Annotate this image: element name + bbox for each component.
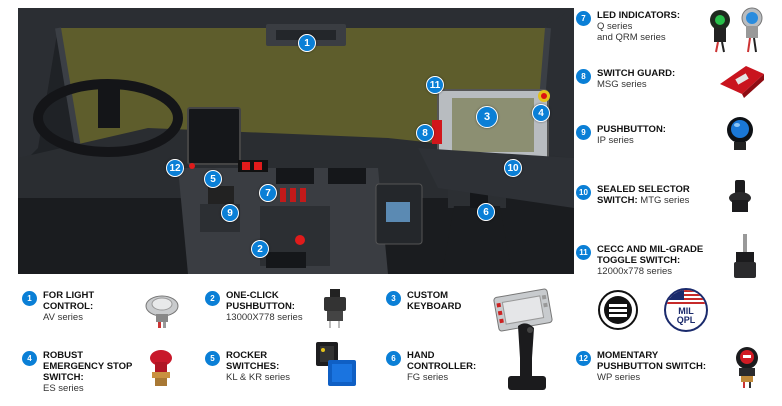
legend-number: 5 [205, 351, 220, 366]
switch-guard-icon [720, 66, 764, 98]
marker-3[interactable]: 3 [476, 106, 498, 128]
cecc-logo-icon [604, 296, 632, 324]
marker-7[interactable]: 7 [259, 184, 277, 202]
legend-number: 9 [576, 125, 591, 140]
marker-4[interactable]: 4 [532, 104, 550, 122]
black-pushbutton-icon [324, 289, 346, 328]
legend-item-3: 3 CUSTOM KEYBOARD [386, 290, 486, 312]
led-indicator-icon [710, 7, 763, 53]
marker-5[interactable]: 5 [204, 170, 222, 188]
emergency-stop-icon [150, 350, 172, 386]
toggle-switch-icon [734, 234, 756, 278]
legend-number: 1 [22, 291, 37, 306]
marker-12[interactable]: 12 [166, 159, 184, 177]
legend-item-4: 4 ROBUST EMERGENCY STOP SWITCH:ES series [22, 350, 137, 394]
marker-11[interactable]: 11 [426, 76, 444, 94]
marker-2[interactable]: 2 [251, 240, 269, 258]
mil-qpl-badge: MIL QPL [664, 288, 708, 332]
marker-1[interactable]: 1 [298, 34, 316, 52]
legend-number: 10 [576, 185, 591, 200]
legend-number: 7 [576, 11, 591, 26]
blue-pushbutton-icon [727, 117, 753, 150]
legend-number: 4 [22, 351, 37, 366]
legend-item-5: 5 ROCKER SWITCHES:KL & KR series [205, 350, 315, 383]
legend-item-8: 8 SWITCH GUARD:MSG series [576, 68, 706, 90]
marker-10[interactable]: 10 [504, 159, 522, 177]
marker-9[interactable]: 9 [221, 204, 239, 222]
legend-number: 2 [205, 291, 220, 306]
marker-6[interactable]: 6 [477, 203, 495, 221]
legend-number: 6 [386, 351, 401, 366]
marker-8[interactable]: 8 [416, 124, 434, 142]
joystick-icon [508, 323, 546, 390]
legend-item-1: 1 FOR LIGHT CONTROL:AV series [22, 290, 132, 323]
selector-switch-icon [729, 180, 751, 212]
legend-number: 12 [576, 351, 591, 366]
cockpit-illustration: 1 2 3 4 5 6 7 8 9 10 11 12 [18, 8, 574, 274]
legend-item-2: 2 ONE-CLICK PUSHBUTTON:13000X778 series [205, 290, 325, 323]
legend-number: 11 [576, 245, 591, 260]
legend-item-9: 9 PUSHBUTTON:IP series [576, 124, 706, 146]
qpl-text: QPL [676, 315, 696, 325]
cecc-logo [598, 290, 638, 330]
legend-item-6: 6 HAND CONTROLLER:FG series [386, 350, 496, 383]
rocker-switch-icon [316, 342, 356, 386]
momentary-pushbutton-icon [736, 347, 758, 388]
legend-number: 3 [386, 291, 401, 306]
legend-number: 8 [576, 69, 591, 84]
metal-pushbutton-icon [145, 295, 179, 328]
keyboard-panel-icon [493, 288, 553, 332]
mil-text: MIL [678, 306, 694, 316]
